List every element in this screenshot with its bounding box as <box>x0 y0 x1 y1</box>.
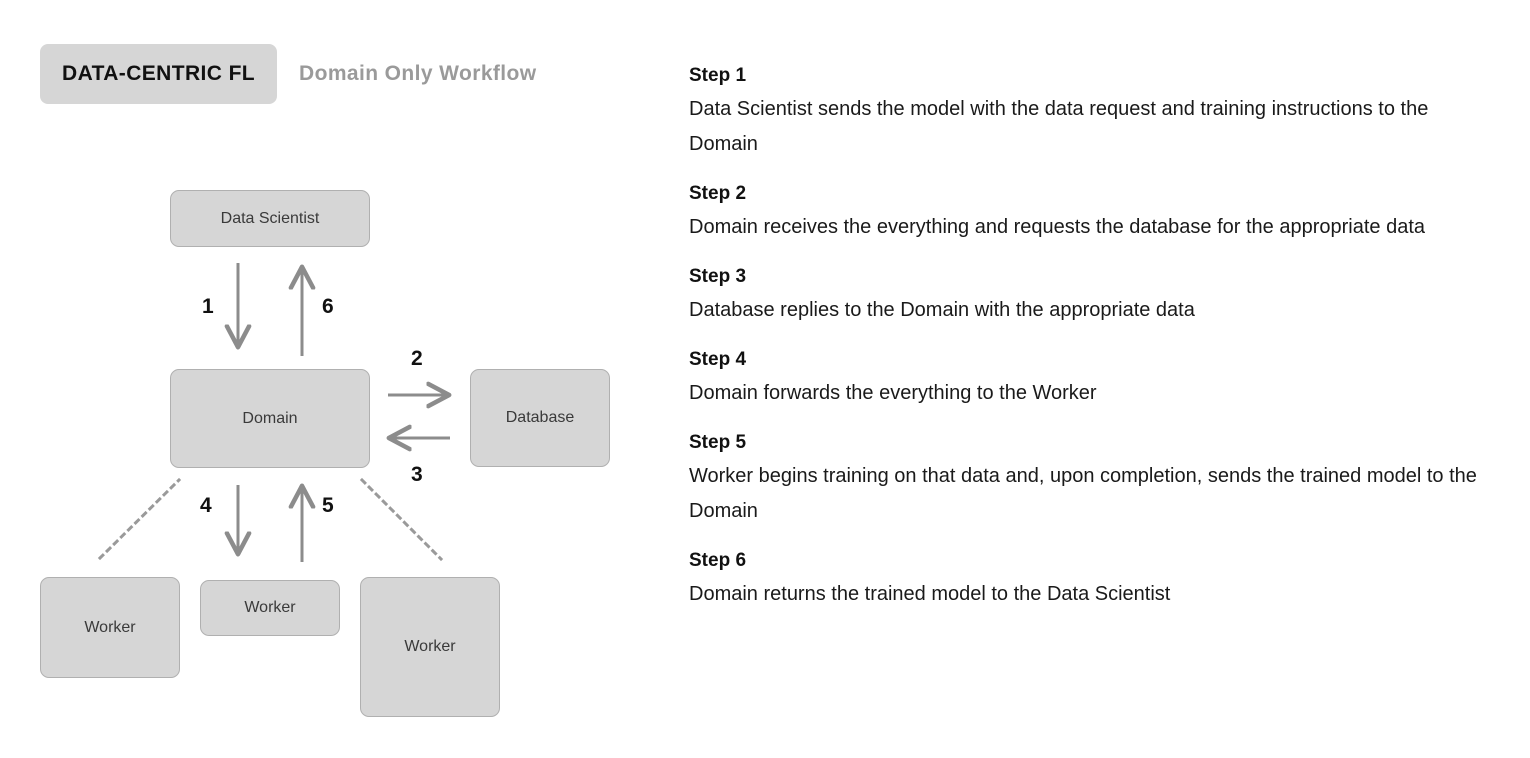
edge-label-5: 5 <box>322 494 334 517</box>
node-database[interactable]: Database <box>470 369 610 467</box>
node-worker-left[interactable]: Worker <box>40 577 180 678</box>
node-worker-mid[interactable]: Worker <box>200 580 340 636</box>
workflow-diagram: Data Scientist Domain Database Worker Wo… <box>0 0 660 758</box>
tab-domain-only-workflow[interactable]: Domain Only Workflow <box>277 44 558 104</box>
step-description: Domain forwards the everything to the Wo… <box>689 382 1097 404</box>
workflow-tabbar: DATA-CENTRIC FL Domain Only Workflow <box>40 44 559 104</box>
step-item: Step 2 Domain receives the everything an… <box>689 180 1479 245</box>
node-label: Domain <box>242 409 298 427</box>
dotted-link-worker-right <box>359 477 444 562</box>
edge-label-6: 6 <box>322 295 334 318</box>
step-title: Step 5 <box>689 432 747 453</box>
step-title: Step 1 <box>689 65 747 86</box>
step-item: Step 4 Domain forwards the everything to… <box>689 346 1479 411</box>
node-label: Data Scientist <box>220 209 320 227</box>
edge-label-4: 4 <box>200 494 212 517</box>
dotted-link-worker-left <box>97 477 182 561</box>
step-title: Step 2 <box>689 183 747 204</box>
diagram-connectors <box>97 263 660 562</box>
node-label: Worker <box>84 618 136 636</box>
step-title: Step 6 <box>689 550 747 571</box>
tab-label: DATA-CENTRIC FL <box>62 62 256 85</box>
step-description: Worker begins training on that data and,… <box>689 465 1477 522</box>
step-title: Step 4 <box>689 349 747 370</box>
edge-label-1: 1 <box>202 295 214 318</box>
tab-label: Domain Only Workflow <box>299 62 537 85</box>
step-item: Step 3 Database replies to the Domain wi… <box>689 263 1479 328</box>
step-description: Database replies to the Domain with the … <box>689 299 1195 321</box>
step-item: Step 6 Domain returns the trained model … <box>689 547 1479 612</box>
node-worker-right[interactable]: Worker <box>360 577 500 717</box>
step-item: Step 1 Data Scientist sends the model wi… <box>689 62 1479 162</box>
node-label: Worker <box>244 599 296 616</box>
step-title: Step 3 <box>689 266 747 287</box>
edge-label-3: 3 <box>411 463 423 486</box>
step-description: Domain returns the trained model to the … <box>689 583 1171 605</box>
step-description: Data Scientist sends the model with the … <box>689 98 1429 155</box>
edge-label-2: 2 <box>411 347 423 370</box>
step-item: Step 5 Worker begins training on that da… <box>689 429 1479 529</box>
node-data-scientist[interactable]: Data Scientist <box>170 190 370 247</box>
steps-panel: Step 1 Data Scientist sends the model wi… <box>689 62 1479 612</box>
tab-data-centric-fl[interactable]: DATA-CENTRIC FL <box>40 44 278 104</box>
node-domain[interactable]: Domain <box>170 369 370 468</box>
step-description: Domain receives the everything and reque… <box>689 216 1426 238</box>
node-label: Worker <box>404 638 456 655</box>
node-label: Database <box>505 409 575 426</box>
